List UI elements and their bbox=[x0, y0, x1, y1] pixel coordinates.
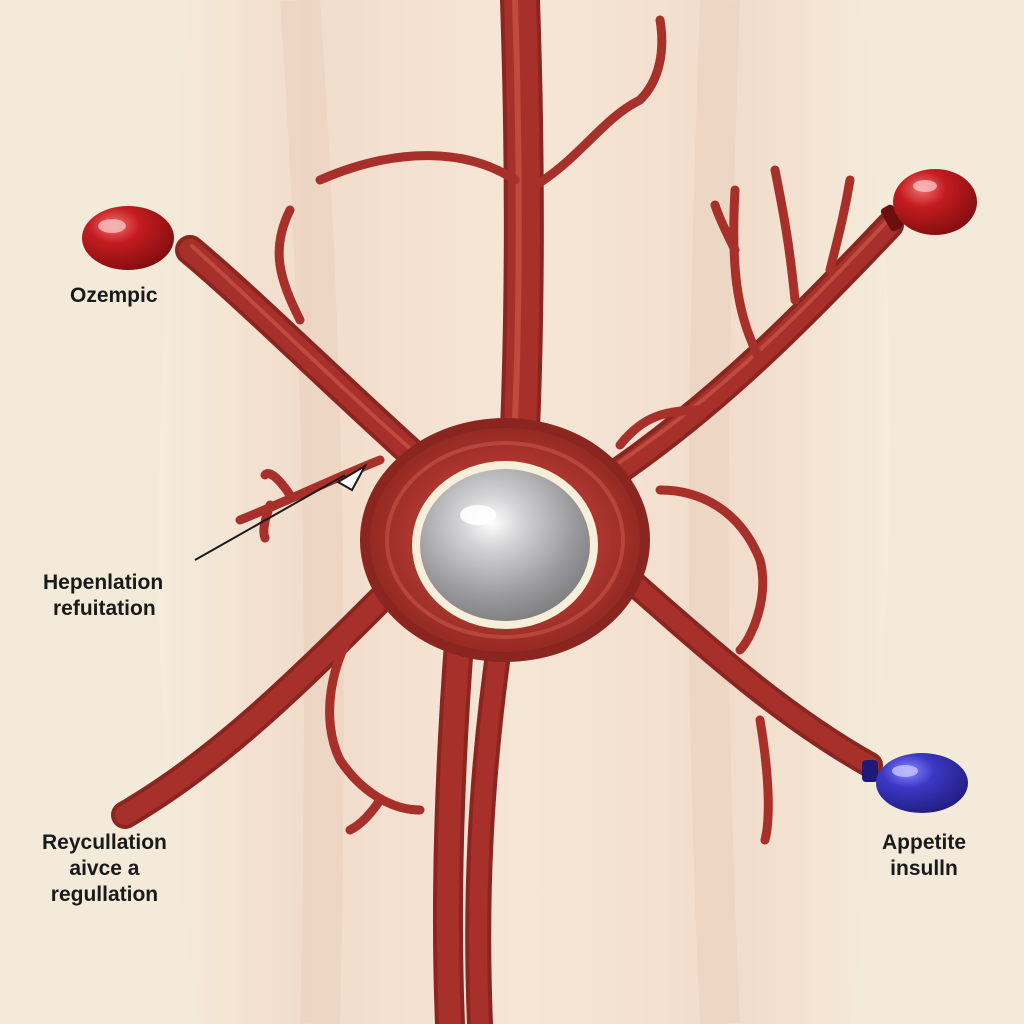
label-bottom-left: Reycullation aivce a regullation bbox=[42, 831, 167, 906]
blood-vessels bbox=[111, 0, 904, 1024]
label-top-left: Ozempic bbox=[70, 284, 158, 307]
red-bulb-top-right bbox=[880, 169, 977, 235]
blue-bulb-bottom-right bbox=[862, 753, 968, 813]
red-bulb-top-left bbox=[82, 206, 174, 270]
label-bottom-right: Appetite insulln bbox=[882, 831, 966, 880]
pointer-arrow bbox=[194, 463, 368, 561]
core-sphere bbox=[412, 461, 598, 629]
label-middle-left: Hepenlation refuitation bbox=[43, 571, 164, 620]
